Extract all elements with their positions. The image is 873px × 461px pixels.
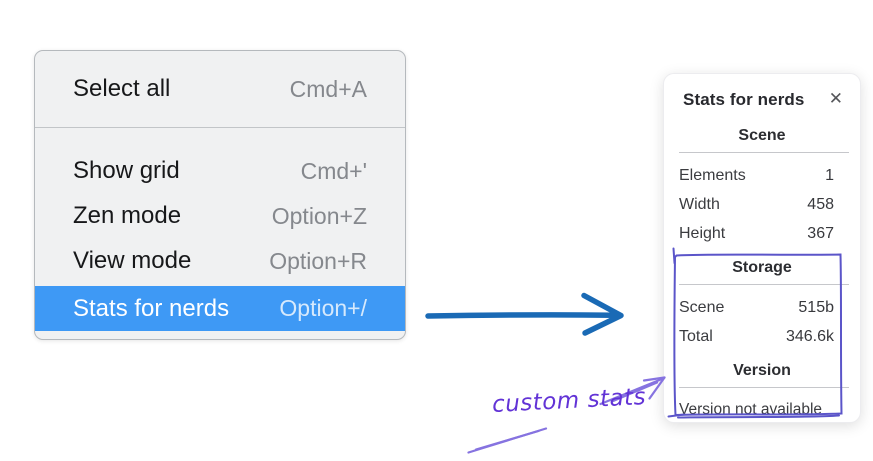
stat-value: 1 <box>825 167 834 184</box>
stat-label: Total <box>679 328 713 345</box>
stat-row-scene-size: Scene 515b <box>664 293 860 322</box>
stats-panel: Stats for nerds ✕ Scene Elements 1 Width… <box>663 73 861 423</box>
section-version: Version Version not available <box>664 362 860 419</box>
section-heading: Version <box>733 362 791 379</box>
stat-label: Scene <box>679 299 725 316</box>
custom-stats-line <box>467 427 548 454</box>
section-heading: Storage <box>732 259 792 276</box>
version-note: Version not available <box>679 401 823 418</box>
menu-divider <box>35 127 405 128</box>
stat-row-elements: Elements 1 <box>664 161 860 190</box>
menu-item-shortcut: Option+Z <box>271 202 367 229</box>
section-divider <box>679 387 849 388</box>
stats-panel-header: Stats for nerds ✕ <box>664 74 860 116</box>
stats-panel-title: Stats for nerds <box>683 89 805 109</box>
section-divider <box>679 284 849 285</box>
stat-value: 458 <box>807 196 834 213</box>
menu-item-label: Stats for nerds <box>73 294 230 322</box>
menu-item-shortcut: Option+R <box>269 247 367 274</box>
close-icon[interactable]: ✕ <box>825 89 847 110</box>
menu-item-label: Show grid <box>73 157 180 184</box>
menu-item-shortcut: Option+/ <box>279 295 367 321</box>
context-menu: Select all Cmd+A Show grid Cmd+' Zen mod… <box>34 50 406 340</box>
stat-row-height: Height 367 <box>664 219 860 248</box>
menu-item-view-mode[interactable]: View mode Option+R <box>35 239 405 283</box>
menu-item-shortcut: Cmd+' <box>300 157 367 184</box>
menu-item-show-grid[interactable]: Show grid Cmd+' <box>35 149 405 193</box>
menu-item-stats-for-nerds[interactable]: Stats for nerds Option+/ <box>35 286 405 331</box>
section-scene: Scene Elements 1 Width 458 Height 367 <box>664 127 860 248</box>
section-heading: Scene <box>738 127 786 144</box>
stat-label: Height <box>679 225 726 242</box>
stat-label: Width <box>679 196 720 213</box>
stat-value: 346.6k <box>785 328 834 345</box>
blue-arrow <box>425 292 624 336</box>
menu-item-label: Zen mode <box>73 202 182 229</box>
stat-value: 515b <box>798 299 834 316</box>
menu-item-label: View mode <box>73 247 192 274</box>
section-divider <box>679 152 849 153</box>
stat-label: Elements <box>679 167 746 184</box>
stat-row-width: Width 458 <box>664 190 860 219</box>
menu-item-zen-mode[interactable]: Zen mode Option+Z <box>35 194 405 238</box>
menu-item-select-all[interactable]: Select all Cmd+A <box>35 51 405 127</box>
custom-stats-label: custom stats <box>491 383 647 419</box>
menu-item-shortcut: Cmd+A <box>289 75 367 102</box>
stat-row-total-size: Total 346.6k <box>664 322 860 351</box>
menu-item-label: Select all <box>73 75 171 102</box>
stat-value: 367 <box>807 225 834 242</box>
section-storage: Storage Scene 515b Total 346.6k <box>664 259 860 351</box>
